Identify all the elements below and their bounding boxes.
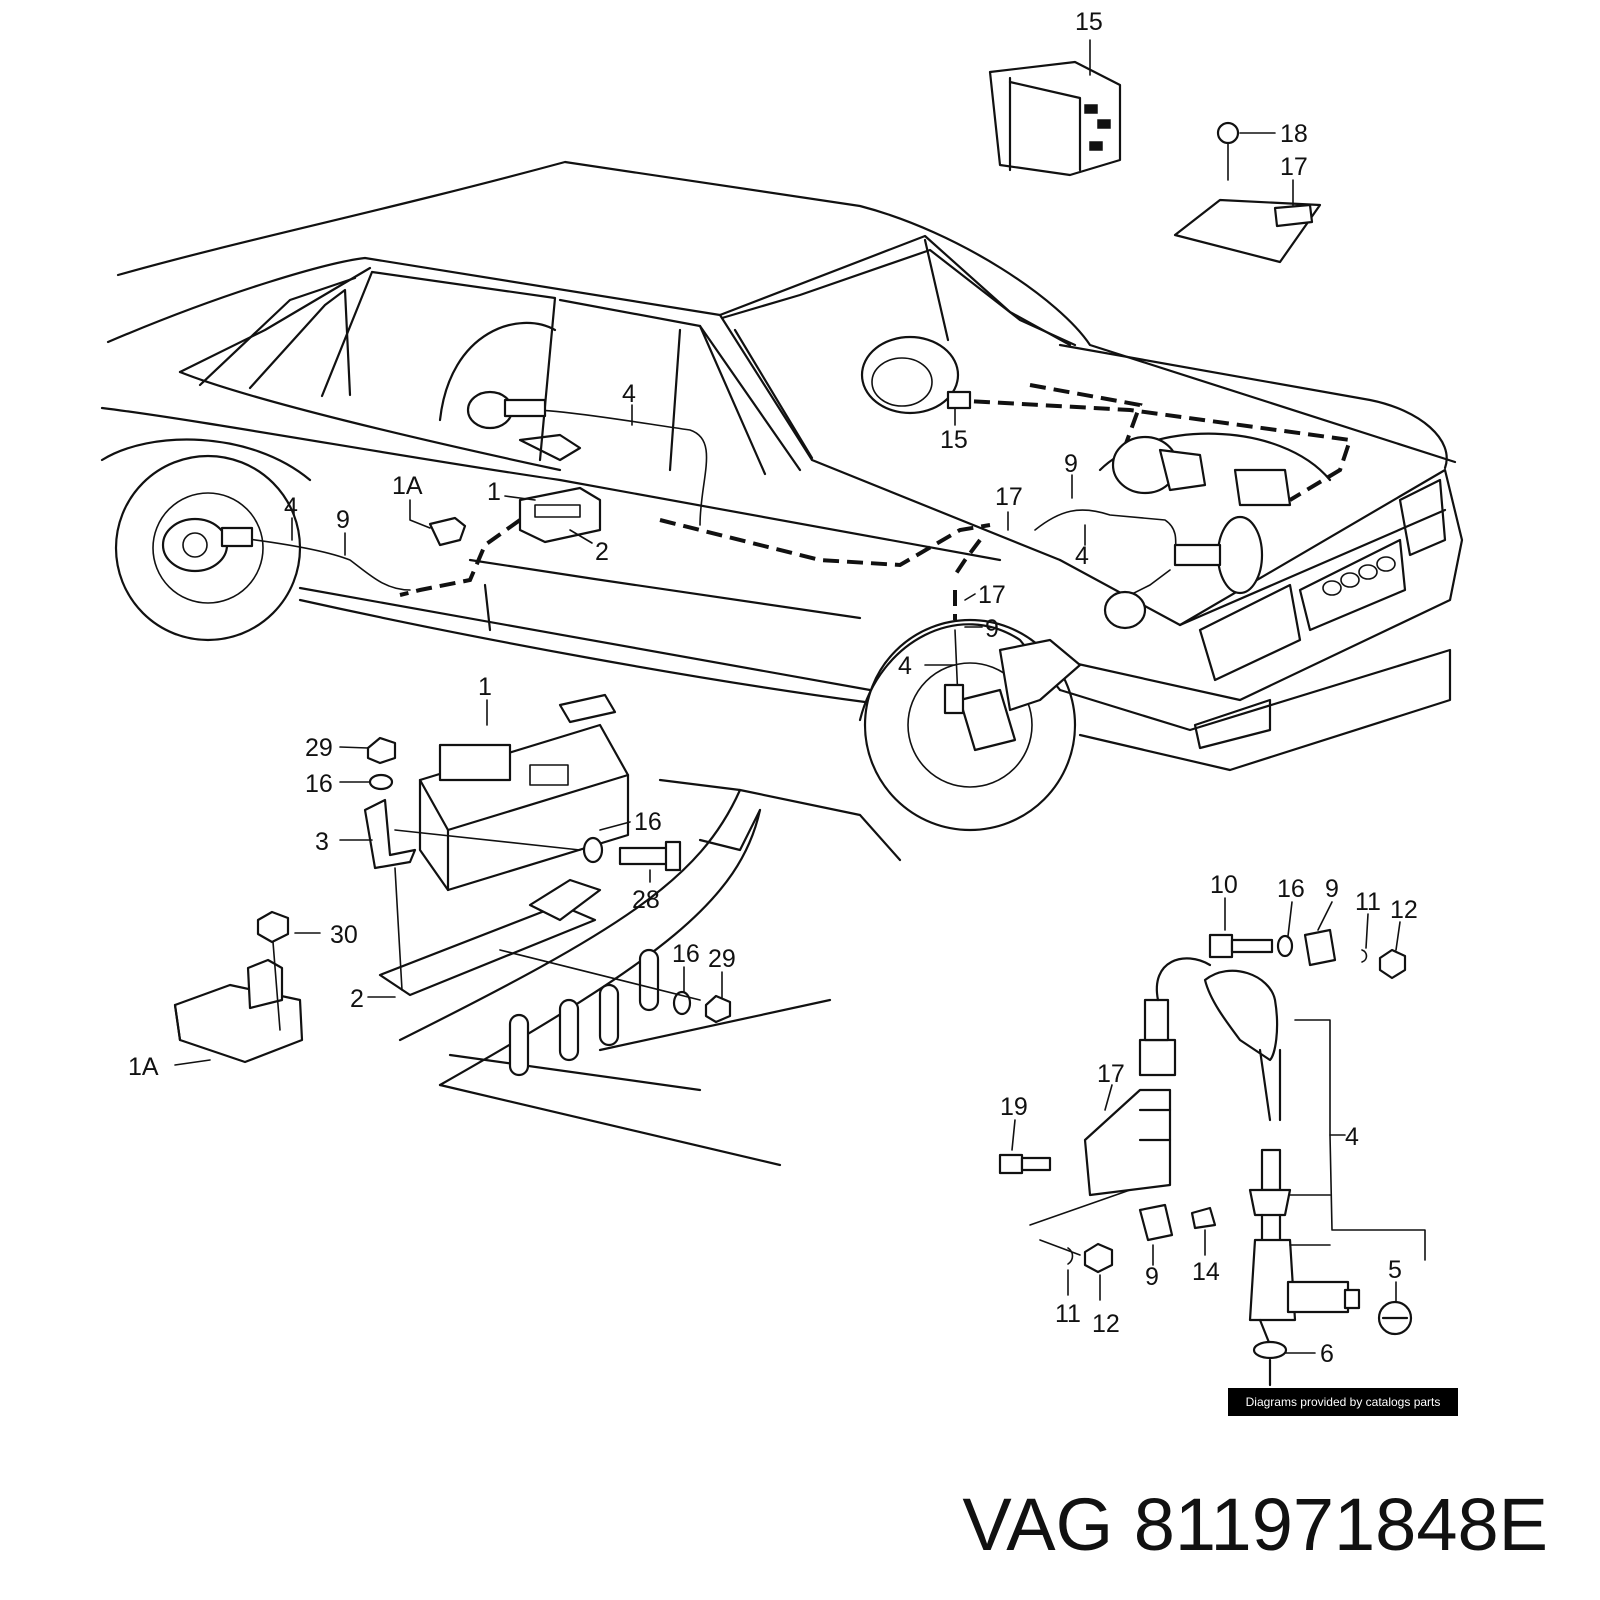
callout-2: 2 — [595, 538, 609, 566]
leader-lines — [174, 39, 1401, 1354]
brand-label: VAG — [962, 1483, 1114, 1566]
callout-17: 17 — [1097, 1060, 1125, 1088]
callout-11: 11 — [1055, 1300, 1081, 1328]
battery-hardware — [366, 736, 732, 1024]
callout-19: 19 — [1000, 1093, 1028, 1121]
callout-16: 16 — [1277, 875, 1305, 903]
callout-18: 18 — [1280, 120, 1308, 148]
callout-17: 17 — [978, 581, 1006, 609]
callout-9: 9 — [1325, 875, 1339, 903]
callout-16: 16 — [672, 940, 700, 968]
callout-9: 9 — [336, 506, 350, 534]
callout-11: 11 — [1355, 888, 1381, 916]
battery-tray — [378, 778, 902, 1167]
callout-30: 30 — [330, 921, 358, 949]
callout-9: 9 — [1064, 450, 1078, 478]
car-parts — [161, 390, 1292, 752]
wheel-sensor-detail — [1138, 957, 1426, 1387]
callout-28: 28 — [632, 886, 660, 914]
callout-labels: 15 18 17 4 1A 1 4 9 2 15 9 17 4 17 9 4 1… — [128, 8, 1418, 1368]
callout-14: 14 — [1192, 1258, 1220, 1286]
credit-badge: Diagrams provided by catalogs parts — [1228, 1388, 1458, 1416]
callout-12: 12 — [1390, 896, 1418, 924]
callout-1: 1 — [478, 673, 492, 701]
callout-10: 10 — [1210, 871, 1238, 899]
callout-1a: 1A — [392, 472, 423, 500]
clip-plate-part — [1173, 121, 1322, 264]
battery-part — [418, 693, 630, 892]
part-number-label: 811971848E — [1133, 1483, 1548, 1566]
callout-9: 9 — [985, 615, 999, 643]
callout-4: 4 — [1075, 542, 1089, 570]
callout-29: 29 — [305, 734, 333, 762]
control-unit-part — [173, 910, 304, 1064]
sensor-hardware-bottom — [998, 1088, 1217, 1274]
callout-16: 16 — [305, 770, 333, 798]
callout-15: 15 — [1075, 8, 1103, 36]
callout-29: 29 — [708, 945, 736, 973]
callout-6: 6 — [1320, 1340, 1334, 1368]
callout-1: 1 — [487, 478, 501, 506]
callout-15: 15 — [940, 426, 968, 454]
callout-4: 4 — [1345, 1123, 1359, 1151]
callout-3: 3 — [315, 828, 329, 856]
callout-16: 16 — [634, 808, 662, 836]
callout-4: 4 — [284, 493, 298, 521]
callout-9: 9 — [1145, 1263, 1159, 1291]
bracket-part — [363, 798, 417, 870]
car-illustration — [100, 160, 1464, 832]
sensor-hardware-top — [1208, 928, 1407, 980]
callout-17: 17 — [995, 483, 1023, 511]
callout-2: 2 — [350, 985, 364, 1013]
callout-17: 17 — [1280, 153, 1308, 181]
callout-5: 5 — [1388, 1256, 1402, 1284]
relay-part — [988, 60, 1122, 177]
callout-4: 4 — [898, 652, 912, 680]
callout-12: 12 — [1092, 1310, 1120, 1338]
callout-1a: 1A — [128, 1053, 159, 1081]
callout-4: 4 — [622, 380, 636, 408]
part-title: VAG 811971848E — [962, 1482, 1548, 1567]
